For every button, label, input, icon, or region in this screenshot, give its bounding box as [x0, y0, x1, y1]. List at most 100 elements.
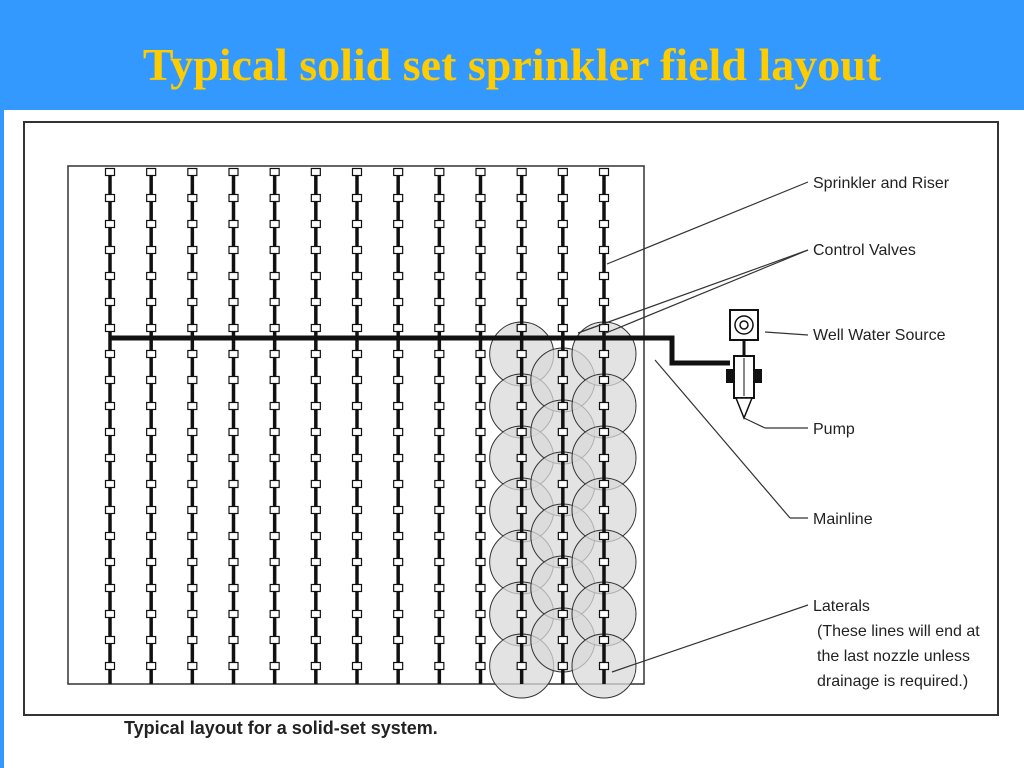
label-laterals-note-1: (These lines will end at	[817, 623, 980, 640]
sprinkler-riser	[187, 661, 198, 671]
sprinkler-riser	[187, 453, 198, 463]
sprinkler-riser	[557, 375, 568, 385]
well-water-source	[729, 309, 759, 341]
sprinkler-riser	[187, 505, 198, 515]
sprinkler-riser	[516, 167, 527, 177]
sprinkler-riser	[146, 505, 157, 515]
sprinkler-riser	[557, 427, 568, 437]
sprinkler-riser	[187, 297, 198, 307]
sprinkler-riser	[557, 245, 568, 255]
sprinkler-riser	[146, 271, 157, 281]
slide-title: Typical solid set sprinkler field layout	[142, 39, 882, 90]
sprinkler-riser	[187, 479, 198, 489]
sprinkler-riser	[269, 427, 280, 437]
sprinkler-riser	[310, 531, 321, 541]
sprinkler-riser	[475, 297, 486, 307]
sprinkler-riser	[228, 609, 239, 619]
sprinkler-riser	[269, 375, 280, 385]
sprinkler-riser	[187, 401, 198, 411]
sprinkler-riser	[557, 531, 568, 541]
sprinkler-riser	[310, 271, 321, 281]
sprinkler-riser	[104, 661, 116, 671]
sprinkler-riser	[187, 323, 198, 333]
sprinkler-riser	[393, 349, 404, 359]
sprinkler-riser	[104, 375, 116, 385]
sprinkler-riser	[557, 193, 568, 203]
sprinkler-riser	[310, 635, 321, 645]
sprinkler-riser	[434, 453, 445, 463]
sprinkler-riser	[475, 453, 486, 463]
sprinkler-riser	[557, 661, 568, 671]
sprinkler-riser	[269, 635, 280, 645]
sprinkler-riser	[146, 349, 157, 359]
sprinkler-riser	[516, 479, 527, 489]
sprinkler-riser	[146, 479, 157, 489]
sprinkler-riser	[475, 193, 486, 203]
sprinkler-riser	[598, 427, 610, 437]
sprinkler-riser	[269, 453, 280, 463]
sprinkler-riser	[434, 661, 445, 671]
sprinkler-riser	[310, 401, 321, 411]
sprinkler-riser	[393, 557, 404, 567]
sprinkler-riser	[228, 505, 239, 515]
sprinkler-riser	[434, 427, 445, 437]
sprinkler-riser	[393, 427, 404, 437]
sprinkler-riser	[104, 167, 116, 177]
sprinkler-riser	[146, 635, 157, 645]
sprinkler-riser	[187, 245, 198, 255]
sprinkler-riser	[598, 661, 610, 671]
sprinkler-riser	[269, 583, 280, 593]
sprinkler-riser	[434, 375, 445, 385]
sprinkler-riser	[104, 531, 116, 541]
sprinkler-riser	[598, 297, 610, 307]
sprinkler-riser	[557, 271, 568, 281]
sprinkler-riser	[598, 349, 610, 359]
sprinkler-riser	[516, 245, 527, 255]
sprinkler-riser	[228, 557, 239, 567]
sprinkler-riser	[475, 505, 486, 515]
sprinkler-riser	[228, 401, 239, 411]
sprinkler-riser	[393, 453, 404, 463]
sprinkler-riser	[557, 297, 568, 307]
sprinkler-riser	[310, 453, 321, 463]
sprinkler-riser	[310, 323, 321, 333]
sprinkler-riser	[516, 375, 527, 385]
sprinkler-riser	[269, 167, 280, 177]
sprinkler-riser	[310, 427, 321, 437]
sprinkler-riser	[393, 661, 404, 671]
sprinkler-riser	[187, 635, 198, 645]
sprinkler-riser	[393, 245, 404, 255]
sprinkler-riser	[310, 661, 321, 671]
sprinkler-riser	[146, 297, 157, 307]
sprinkler-riser	[598, 219, 610, 229]
sprinkler-riser	[310, 297, 321, 307]
sprinkler-riser	[557, 609, 568, 619]
sprinkler-riser	[351, 479, 363, 489]
sprinkler-riser	[351, 661, 363, 671]
sprinkler-riser	[351, 245, 363, 255]
sprinkler-riser	[557, 401, 568, 411]
sprinkler-riser	[557, 167, 568, 177]
sprinkler-riser	[434, 297, 445, 307]
sprinkler-riser	[393, 297, 404, 307]
sprinkler-riser	[310, 245, 321, 255]
sprinkler-riser	[269, 219, 280, 229]
label-laterals: Laterals	[813, 598, 870, 615]
label-control-valves: Control Valves	[813, 242, 916, 259]
sprinkler-riser	[269, 609, 280, 619]
sprinkler-riser	[475, 531, 486, 541]
sprinkler-riser	[104, 297, 116, 307]
sprinkler-riser	[434, 583, 445, 593]
sprinkler-riser	[557, 557, 568, 567]
sprinkler-riser	[434, 193, 445, 203]
sprinkler-riser	[598, 453, 610, 463]
sprinkler-riser	[516, 583, 527, 593]
sprinkler-riser	[516, 349, 527, 359]
sprinkler-riser	[393, 375, 404, 385]
sprinkler-riser	[475, 349, 486, 359]
sprinkler-riser	[310, 505, 321, 515]
sprinkler-riser	[393, 323, 404, 333]
sprinkler-riser	[475, 609, 486, 619]
sprinkler-riser	[475, 427, 486, 437]
sprinkler-riser	[516, 401, 527, 411]
